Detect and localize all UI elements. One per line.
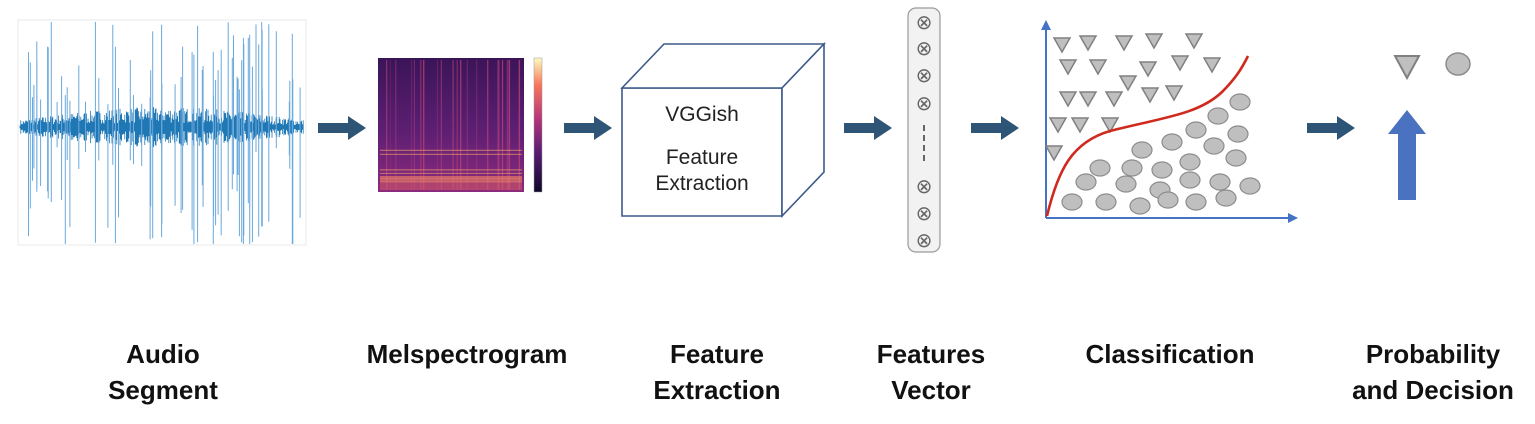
vector-element-icon: ⊗ — [916, 201, 933, 225]
features-vector: ⊗⊗⊗⊗⊗⊗⊗ — [907, 7, 941, 253]
stage-label-classify-line1: Classification — [1085, 339, 1255, 369]
stage-label-audio-line1: Audio — [126, 339, 200, 369]
circle-marker — [1225, 149, 1247, 167]
triangle-marker — [1184, 33, 1204, 50]
stage-label-features-vector: Features Vector — [856, 336, 1006, 408]
circle-marker — [1129, 197, 1151, 215]
vggish-line-1: Feature — [666, 146, 738, 169]
melspectrogram-image — [378, 57, 543, 193]
circle-marker — [1209, 173, 1231, 191]
circle-marker — [1185, 121, 1207, 139]
flow-arrow-icon — [564, 116, 612, 140]
spectrogram-low-band — [380, 176, 522, 190]
triangle-class-icon — [1393, 55, 1421, 81]
circle-marker — [1151, 161, 1173, 179]
circle-marker — [1227, 125, 1249, 143]
circle-marker — [1161, 133, 1183, 151]
flow-arrow-icon — [318, 116, 366, 140]
class-markers — [1044, 33, 1261, 215]
vggish-line-2: Extraction — [655, 172, 748, 195]
classification-plot — [1041, 20, 1298, 223]
triangle-marker — [1078, 91, 1098, 108]
stage-label-melspectrogram: Melspectrogram — [342, 336, 592, 372]
triangle-marker — [1052, 37, 1072, 54]
stage-label-decision: Probability and Decision — [1338, 336, 1528, 408]
triangle-marker — [1070, 117, 1090, 134]
vggish-cube — [620, 42, 826, 218]
vector-element-icon: ⊗ — [916, 63, 933, 87]
triangle-marker — [1164, 85, 1184, 102]
stage-label-audio: Audio Segment — [88, 336, 238, 408]
vector-elements: ⊗⊗⊗⊗⊗⊗⊗ — [916, 10, 933, 252]
circle-marker — [1115, 175, 1137, 193]
spectrogram-texture — [380, 60, 522, 190]
stage-label-vector-line2: Vector — [891, 375, 971, 405]
circle-marker — [1185, 193, 1207, 211]
stage-label-classification: Classification — [1060, 336, 1280, 372]
cube-side-face — [781, 42, 825, 218]
circle-marker — [1089, 159, 1111, 177]
flow-arrow-icon — [844, 116, 892, 140]
audio-waveform — [17, 19, 307, 246]
vector-element-icon: ⊗ — [916, 174, 933, 198]
triangle-marker — [1104, 91, 1124, 108]
stage-label-decision-line1: Probability — [1365, 339, 1501, 369]
vector-element-icon: ⊗ — [916, 10, 933, 34]
circle-marker — [1179, 153, 1201, 171]
triangle-marker — [1138, 61, 1158, 78]
vggish-title: VGGish — [665, 103, 739, 126]
vector-element-icon: ⊗ — [916, 91, 933, 115]
x-axis-arrowhead — [1288, 213, 1298, 223]
stage-label-extract-line2: Extraction — [653, 375, 781, 405]
vector-element-icon: ⊗ — [916, 36, 933, 60]
circle-marker — [1157, 191, 1179, 209]
circle-marker — [1121, 159, 1143, 177]
circle-class-icon — [1445, 52, 1471, 76]
circle-marker — [1131, 141, 1153, 159]
circle-marker — [1179, 171, 1201, 189]
circle-marker — [1207, 107, 1229, 125]
circle-marker — [1239, 177, 1261, 195]
triangle-marker — [1100, 117, 1120, 134]
stage-label-decision-line2: and Decision — [1352, 375, 1514, 405]
flow-arrow-icon — [971, 116, 1019, 140]
stage-label-feature-extraction: Feature Extraction — [632, 336, 802, 408]
triangle-marker — [1118, 75, 1138, 92]
triangle-marker — [1144, 33, 1164, 50]
decision-boundary — [1045, 55, 1250, 217]
circle-marker — [1075, 173, 1097, 191]
stage-label-audio-line2: Segment — [108, 375, 218, 405]
decision-graphic — [1388, 52, 1471, 200]
waveform-spikes — [28, 22, 301, 244]
stage-label-extract-line1: Feature — [670, 339, 764, 369]
circle-marker — [1215, 189, 1237, 207]
flow-arrows — [318, 116, 1355, 140]
triangle-marker — [1044, 145, 1064, 162]
triangle-marker — [1202, 57, 1222, 74]
triangle-marker — [1078, 35, 1098, 52]
vector-element-icon: ⊗ — [916, 228, 933, 252]
triangle-marker — [1140, 87, 1160, 104]
waveform-trace — [19, 22, 304, 244]
circle-marker — [1229, 93, 1251, 111]
circle-marker — [1061, 193, 1083, 211]
circle-marker — [1095, 193, 1117, 211]
y-axis-arrowhead — [1041, 20, 1051, 30]
triangle-marker — [1048, 117, 1068, 134]
up-arrow-icon — [1388, 110, 1426, 200]
triangle-marker — [1088, 59, 1108, 76]
spectrogram-colorbar — [533, 57, 543, 193]
triangle-marker — [1170, 55, 1190, 72]
stage-label-mel-line1: Melspectrogram — [366, 339, 568, 369]
triangle-marker — [1058, 91, 1078, 108]
stage-label-vector-line1: Features — [876, 339, 986, 369]
circle-marker — [1203, 137, 1225, 155]
triangle-marker — [1058, 59, 1078, 76]
triangle-marker — [1114, 35, 1134, 52]
flow-arrow-icon — [1307, 116, 1355, 140]
